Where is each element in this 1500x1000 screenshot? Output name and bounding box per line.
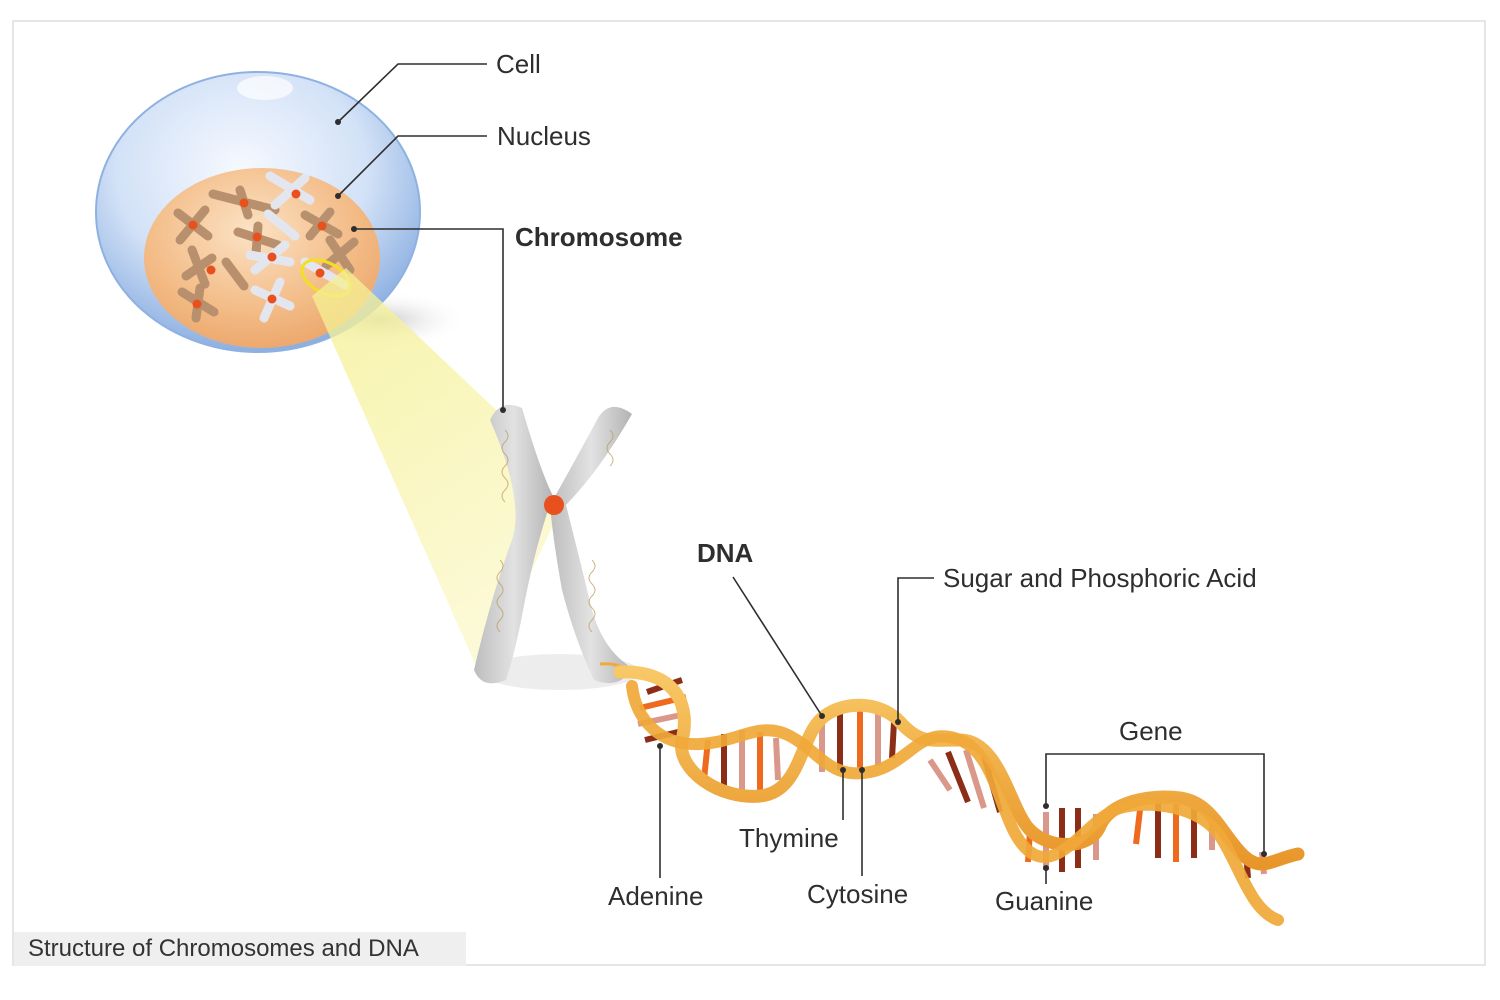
labels: Cell Nucleus Chromosome DNA Sugar and Ph…	[496, 49, 1257, 916]
dna-strand-backbone-2	[626, 680, 1284, 926]
dna-double-helix	[613, 665, 1305, 926]
label-cell: Cell	[496, 49, 541, 79]
label-chromosome: Chromosome	[515, 222, 683, 252]
dna-base-pairs	[637, 677, 1267, 879]
label-adenine: Adenine	[608, 881, 703, 911]
leader-lines	[335, 63, 1267, 884]
label-guanine: Guanine	[995, 886, 1093, 916]
centromere	[544, 495, 564, 515]
leader-nucleus	[337, 135, 487, 197]
leader-sugar-phosphoric-acid	[897, 577, 934, 722]
leader-chromosome	[354, 228, 504, 410]
leader-dna	[732, 576, 823, 717]
label-thymine: Thymine	[739, 823, 839, 853]
chromatid-left	[474, 404, 553, 684]
figure-caption: Structure of Chromosomes and DNA	[14, 932, 466, 966]
label-dna: DNA	[697, 538, 754, 568]
chromatin-coils	[496, 429, 614, 633]
cell-illustration	[95, 71, 470, 353]
label-cytosine: Cytosine	[807, 879, 908, 909]
label-nucleus: Nucleus	[497, 121, 591, 151]
cell-gloss	[237, 76, 293, 100]
leader-cell	[337, 63, 487, 123]
chromatid-right	[550, 406, 632, 684]
leader-gene-bracket	[1045, 753, 1265, 854]
large-chromosome	[474, 404, 640, 690]
magnification-beam	[312, 268, 560, 668]
label-gene: Gene	[1119, 716, 1183, 746]
label-sugar-phosphoric-acid: Sugar and Phosphoric Acid	[943, 563, 1257, 593]
